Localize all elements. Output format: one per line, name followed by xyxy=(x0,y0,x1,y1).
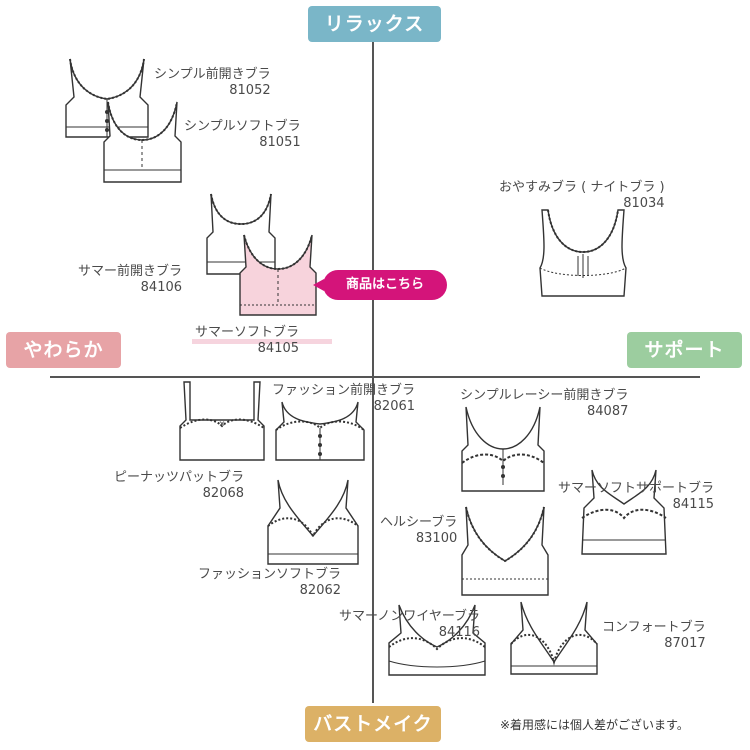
bra-82062-illustration[interactable] xyxy=(264,478,362,568)
bra-81034-illustration[interactable] xyxy=(538,208,628,300)
product-code: 84116 xyxy=(438,625,481,640)
product-code: 81052 xyxy=(229,83,271,98)
product-name: シンプルソフトブラ xyxy=(184,119,301,134)
bra-81051-illustration[interactable] xyxy=(100,100,185,186)
product-label-83100[interactable]: ヘルシーブラ 83100 xyxy=(380,515,457,547)
product-here-callout[interactable]: 商品はこちら xyxy=(313,270,447,300)
product-name: サマーソフトブラ xyxy=(195,325,300,340)
bra-84105-illustration[interactable] xyxy=(238,233,318,319)
product-code: 84115 xyxy=(672,497,715,512)
bra-83100-illustration[interactable] xyxy=(458,505,552,599)
product-label-82062[interactable]: ファッションソフトブラ 82062 xyxy=(198,567,341,599)
horizontal-axis xyxy=(50,376,700,378)
axis-label-support: サポート xyxy=(627,332,742,368)
product-label-81051[interactable]: シンプルソフトブラ 81051 xyxy=(184,119,301,151)
product-label-84106[interactable]: サマー前開きブラ 84106 xyxy=(78,264,182,296)
product-name: シンプルレーシー前開きブラ xyxy=(460,388,629,403)
footnote: ※着用感には個人差がございます。 xyxy=(500,718,689,732)
product-label-84087[interactable]: シンプルレーシー前開きブラ 84087 xyxy=(460,388,628,420)
product-name: ピーナッツパットブラ xyxy=(114,470,245,485)
product-code: 83100 xyxy=(415,531,458,546)
product-label-81034[interactable]: おやすみブラ ( ナイトブラ ) 81034 xyxy=(499,180,665,212)
product-name: サマーソフトサポートブラ xyxy=(558,481,715,496)
bra-84116-illustration[interactable] xyxy=(385,603,489,679)
bra-82061-illustration[interactable] xyxy=(272,400,368,464)
product-name: ファッション前開きブラ xyxy=(272,383,416,398)
product-name: ヘルシーブラ xyxy=(380,515,458,530)
product-label-84105[interactable]: サマーソフトブラ 84105 xyxy=(195,325,299,357)
product-name: ファッションソフトブラ xyxy=(198,567,342,582)
axis-label-bust-make: バストメイク xyxy=(305,706,441,742)
product-label-81052[interactable]: シンプル前開きブラ 81052 xyxy=(154,67,271,99)
product-label-82061[interactable]: ファッション前開きブラ 82061 xyxy=(272,383,415,415)
product-code: 82068 xyxy=(202,486,245,501)
vertical-axis xyxy=(372,40,374,703)
svg-text:×: × xyxy=(219,419,226,428)
axis-label-relax: リラックス xyxy=(308,6,441,42)
product-code: 84087 xyxy=(587,404,629,419)
bra-81052-illustration[interactable] xyxy=(62,57,152,147)
bra-87017-illustration[interactable] xyxy=(507,600,601,680)
product-label-84116[interactable]: サマーノンワイヤーブラ 84116 xyxy=(339,609,480,641)
product-code: 84105 xyxy=(257,341,300,356)
bra-82068-illustration[interactable]: × xyxy=(178,380,266,464)
bra-84087-illustration[interactable] xyxy=(458,405,548,495)
product-code: 82062 xyxy=(299,583,342,598)
selected-product-highlight xyxy=(192,339,332,344)
product-label-84115[interactable]: サマーソフトサポートブラ 84115 xyxy=(558,481,714,513)
axis-label-soft: やわらか xyxy=(6,332,121,368)
bra-84106-illustration[interactable] xyxy=(205,192,277,278)
product-name: サマー前開きブラ xyxy=(78,264,183,279)
product-label-87017[interactable]: コンフォートブラ 87017 xyxy=(602,620,706,652)
product-code: 81034 xyxy=(623,196,665,211)
product-name: サマーノンワイヤーブラ xyxy=(339,609,481,624)
product-name: コンフォートブラ xyxy=(602,620,706,635)
product-code: 87017 xyxy=(664,636,706,651)
product-label-82068[interactable]: ピーナッツパットブラ 82068 xyxy=(114,470,244,502)
bra-84115-illustration[interactable] xyxy=(578,468,670,558)
product-name: シンプル前開きブラ xyxy=(154,67,271,82)
product-code: 84106 xyxy=(140,280,183,295)
product-code: 82061 xyxy=(373,399,416,414)
product-name: おやすみブラ ( ナイトブラ ) xyxy=(499,180,665,195)
product-code: 81051 xyxy=(259,135,301,150)
